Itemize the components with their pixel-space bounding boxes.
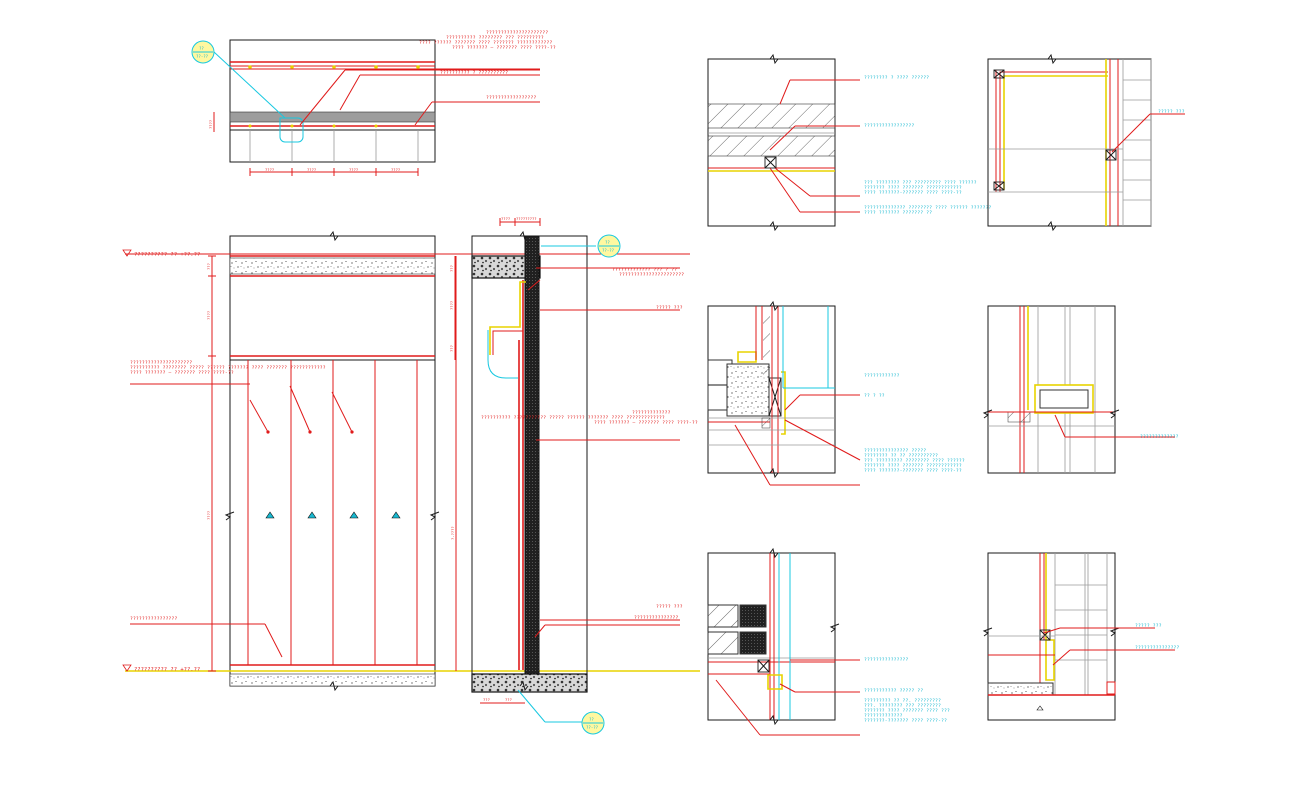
bubble-sec-bot-ref: ??-??	[586, 725, 599, 730]
d5-label-5: ??????? ???? ??????? ???? ???	[864, 708, 950, 714]
d3-label-4: ???????? ?? ?? ??????????	[864, 453, 938, 459]
top-note-line-4: ???? ??????? — ??????? ???? ????-??	[452, 45, 556, 51]
sec-dim-top-2: ?????????	[516, 216, 537, 221]
d3-label-5: ??? ????????? ???????? ???? ??????	[864, 458, 965, 464]
sec-dim-left-2: ????	[449, 301, 454, 310]
detail-6: ????? ??? ???????????????	[982, 552, 1180, 721]
d5-label-7: ???????-??????? ???? ????-??	[864, 718, 947, 724]
detail-5: ??????????????? ??????????? ????? ?? ???…	[707, 547, 950, 736]
d6-label-1: ????? ???	[1135, 623, 1162, 629]
top-dim-1: ????	[265, 167, 274, 172]
bubble-sec-top-num: ??	[605, 240, 610, 245]
d3-label-7: ???? ???????-??????? ???? ????-??	[864, 468, 962, 474]
d5-label-3: ????????? ?? ??. ?????????	[864, 698, 941, 704]
sec-dim-bottom-1: ???	[483, 697, 490, 702]
sec-note-3b: ?????????? ??????????? ????? ?????? ????…	[481, 415, 665, 421]
wall-section: ???? ????????? ??? ???? ??? ??? ??? ????…	[449, 216, 698, 735]
d3-label-6: ??????? ???? ??????? ????????????	[864, 463, 962, 469]
sec-dim-left-3: ???	[449, 345, 454, 352]
detail-callout-bubble-section-bottom[interactable]: ?? ??-??	[581, 711, 605, 735]
d3-label-3: ??????????????? ?????	[864, 448, 926, 454]
top-dim-4: ????	[391, 167, 400, 172]
d3-label-2: ?? ? ??	[864, 393, 885, 399]
elev-dim-total: ?.????	[450, 526, 455, 540]
level-top: ?????????? ?? +??.??	[134, 252, 200, 258]
elev-note-bottom: ????????????????	[130, 616, 177, 622]
detail-2: ????? ???	[987, 53, 1185, 232]
detail-4: ?????????????	[982, 305, 1179, 474]
bubble-top-ref: ??-??	[196, 54, 209, 59]
bubble-sec-top-ref: ??-??	[602, 248, 615, 253]
top-note-line-3: ???? ?????? ??????? ???? ??????? ???????…	[419, 40, 552, 46]
d2-label-1: ????? ???	[1158, 109, 1185, 115]
elev-dim-1: ???	[206, 263, 211, 270]
d1-label-4: ??????? ???? ??????? ????????????	[864, 185, 962, 191]
sec-note-1b: ??????????????????????	[619, 272, 684, 278]
top-note-low: ?????????????????	[486, 95, 536, 101]
d5-label-4: ???. ???????? ??? ????????	[864, 703, 941, 709]
d1-label-5: ???? ???????-??????? ???? ????-??	[864, 190, 962, 196]
bubble-top-num: ??	[199, 46, 204, 51]
sec-note-3a: ?????????????	[632, 410, 671, 416]
elev-dim-2: ????	[206, 311, 211, 320]
d5-label-2: ??????????? ????? ??	[864, 688, 923, 694]
level-bottom: ?????????? ?? +??.??	[134, 667, 200, 673]
d1-label-6: ?????????????? ???????? ???? ?????? ????…	[864, 205, 992, 211]
top-note-mid: ?????????? ? ??????????	[440, 70, 508, 76]
elev-dim-3: ????	[206, 511, 211, 520]
sec-dim-bottom-2: ???	[505, 697, 512, 702]
d5-label-6: ?????????????	[864, 713, 903, 719]
sec-note-4: ????? ???	[656, 604, 683, 610]
elev-note-line-1: ?????????????????????	[130, 360, 192, 366]
top-dim-2: ????	[307, 167, 316, 172]
wall-elevation: ??? ???? ???? ?.???? ?????????? ?? +??.?…	[122, 230, 700, 692]
elev-note-line-2: ?????????? ???????? ????? ?????? ???????…	[130, 365, 326, 371]
d1-label-3: ??? ???????? ??? ????????? ???? ??????	[864, 180, 977, 186]
sec-dim-left-1: ???	[449, 265, 454, 272]
elev-note-line-3: ???? ??????? — ??????? ???? ????-??	[130, 370, 234, 376]
d4-label-1: ?????????????	[1140, 434, 1179, 440]
detail-callout-bubble-top[interactable]: ?? ??-??	[191, 40, 215, 64]
bubble-sec-bot-num: ??	[589, 717, 594, 722]
top-dim-3: ????	[349, 167, 358, 172]
sec-note-2: ????? ???	[656, 305, 683, 311]
d5-label-1: ???????????????	[864, 657, 909, 663]
detail-callout-bubble-section-top[interactable]: ?? ??-??	[597, 234, 621, 258]
sec-dim-top-1: ????	[501, 216, 510, 221]
sec-note-1a: ????????????? ??? ? ??	[612, 267, 677, 273]
top-dim-left: ????	[208, 120, 213, 129]
d6-label-2: ???????????????	[1135, 645, 1180, 651]
detail-3: ???????????? ?? ? ?? ??????????????? ???…	[707, 300, 965, 486]
sec-note-5: ???????????????	[634, 615, 679, 621]
d1-label-7: ???? ??????? ??????? ??	[864, 210, 932, 216]
sec-note-3c: ???? ??????? — ??????? ???? ????-??	[594, 420, 698, 426]
top-note-line-2: ?????????? ???????? ??? ?????????	[446, 35, 544, 41]
top-note-line-1: ?????????????????????	[486, 30, 548, 36]
detail-1: ???????? ? ???? ?????? ?????????????????…	[707, 53, 992, 232]
d1-label-2: ?????????????????	[864, 123, 914, 129]
top-section-detail: ???? ???? ???? ???? ???? ???????????????…	[191, 30, 556, 176]
d3-label-1: ????????????	[864, 373, 900, 379]
d1-label-1: ???????? ? ???? ??????	[864, 75, 929, 81]
